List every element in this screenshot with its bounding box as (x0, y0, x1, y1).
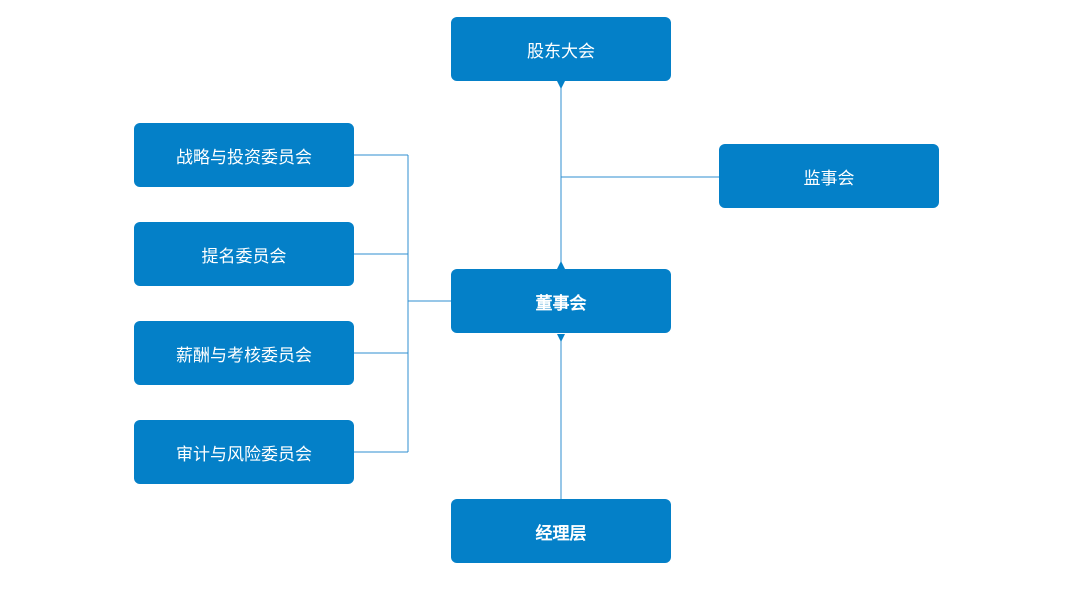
committee-node: 薪酬与考核委员会 (134, 321, 354, 385)
committee-node: 审计与风险委员会 (134, 420, 354, 484)
pointer-board-top (557, 261, 565, 269)
supervisory-board-node: 监事会 (719, 144, 939, 208)
committee-label: 提名委员会 (201, 246, 287, 267)
committee-node: 提名委员会 (134, 222, 354, 286)
pointer-board-bottom (557, 334, 565, 342)
shareholders-meeting-node: 股东大会 (451, 17, 671, 81)
committee-node: 战略与投资委员会 (134, 123, 354, 187)
pointer-shareholders-bottom (557, 81, 565, 89)
supervisory-board-label: 监事会 (803, 168, 855, 189)
committee-label: 战略与投资委员会 (176, 147, 312, 168)
shareholders-meeting-label: 股东大会 (527, 41, 595, 62)
committee-label: 薪酬与考核委员会 (176, 345, 312, 366)
committee-label: 审计与风险委员会 (176, 444, 312, 465)
management-label: 经理层 (535, 523, 587, 544)
board-of-directors-label: 董事会 (535, 293, 587, 314)
board-of-directors-node: 董事会 (451, 269, 671, 333)
management-node: 经理层 (451, 499, 671, 563)
